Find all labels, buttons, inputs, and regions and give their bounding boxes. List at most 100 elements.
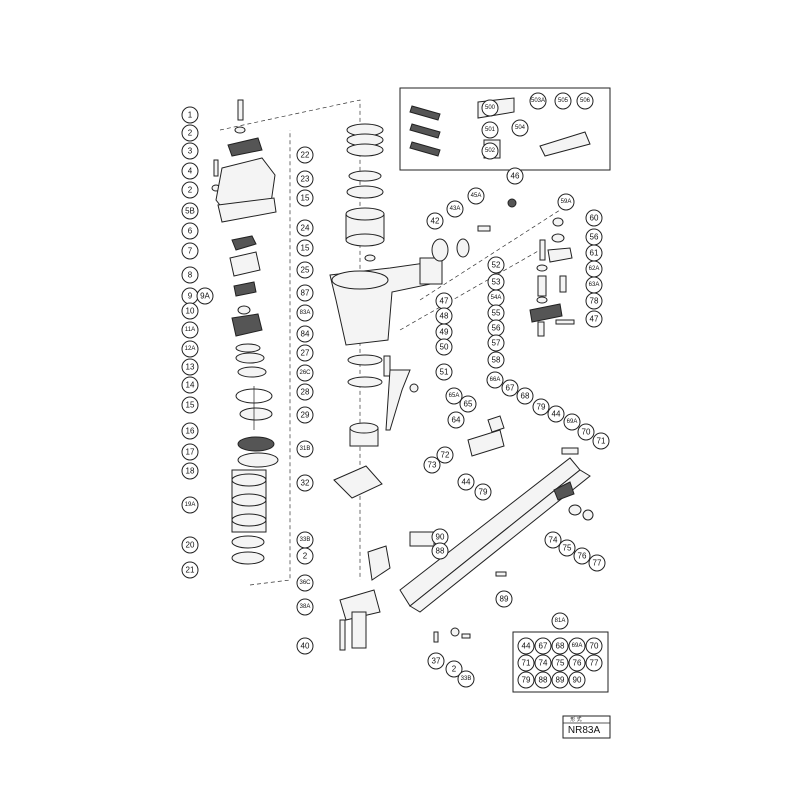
callout-circle [181,358,199,376]
callout-circle [529,92,547,110]
callout-magazine-area-67: 67 [501,379,519,397]
callout-number: 2 [303,552,308,561]
callout-number: 88 [436,547,445,556]
callout-upper-right-63A: 63A [585,276,603,294]
callout-number: 500 [485,105,496,111]
callout-number: 506 [580,98,591,104]
callout-number: 501 [485,127,496,133]
callout-circle [457,473,475,491]
callout-column-left-6: 6 [181,222,199,240]
callout-circle [517,671,535,689]
callout-circle [427,652,445,670]
callout-number: 11A [185,327,195,333]
callout-upper-right-45A: 45A [467,187,485,205]
callout-number: 61 [590,249,599,258]
callout-number: 79 [479,488,488,497]
callout-circle [296,574,314,592]
callout-number: 16 [186,427,195,436]
callout-number: 42 [431,217,440,226]
callout-column-center-38A: 38A [296,598,314,616]
callout-magazine-area-69A: 69A [563,413,581,431]
callout-column-left-2: 2 [181,181,199,199]
callout-magazine-area-37: 37 [427,652,445,670]
callout-circle [445,387,463,405]
callout-number: 4 [188,167,193,176]
callout-circle [426,212,444,230]
callout-magazine-area-44: 44 [457,473,475,491]
callout-number: 71 [522,659,531,668]
kit-part-68: 68 [551,637,569,655]
callout-number: 68 [556,642,565,651]
kit-part-69A: 69A [568,637,586,655]
callout-number: 57 [492,339,501,348]
callout-number: 19A [185,502,196,508]
callout-upper-right-57: 57 [487,334,505,352]
callout-number: 2 [188,129,193,138]
callout-circle [558,539,576,557]
callout-accessories-505: 505 [554,92,572,110]
callout-number: 90 [573,676,582,685]
callout-upper-right-59A: 59A [557,193,575,211]
callout-upper-right-56: 56 [487,319,505,337]
callout-circle [551,654,569,672]
callout-column-left-11A: 11A [181,321,199,339]
callout-number: 74 [549,536,558,545]
callout-circle [481,142,499,160]
callout-circle [181,266,199,284]
callout-column-center-36C: 36C [296,574,314,592]
callout-circle [181,422,199,440]
callout-number: 28 [301,388,310,397]
callout-number: 65 [464,400,473,409]
callout-valve-area-50: 50 [435,338,453,356]
callout-circle [534,637,552,655]
callout-number: 48 [440,312,449,321]
callout-circle [457,670,475,688]
callout-number: 50 [440,343,449,352]
callout-upper-right-55: 55 [487,304,505,322]
callout-number: 33B [300,537,311,543]
callout-column-center-87: 87 [296,284,314,302]
callout-column-center-15: 15 [296,189,314,207]
callout-number: 7 [188,247,193,256]
callout-circle [517,637,535,655]
callout-circle [181,443,199,461]
kit-part-79: 79 [517,671,535,689]
callout-upper-right-43A: 43A [446,200,464,218]
callout-number: 33B [461,676,472,682]
callout-number: 27 [301,349,310,358]
callout-number: 84 [301,330,310,339]
callout-circle [585,292,603,310]
callout-circle [181,242,199,260]
callout-magazine-area-79: 79 [532,398,550,416]
callout-column-left-21: 21 [181,561,199,579]
callout-number: 24 [301,224,310,233]
callout-number: 15 [186,401,195,410]
callout-circle [181,376,199,394]
callout-column-left-20: 20 [181,536,199,554]
callout-number: 20 [186,541,195,550]
callout-circle [181,202,199,220]
callout-number: 60 [590,214,599,223]
callout-column-left-7: 7 [181,242,199,260]
callout-circle [181,142,199,160]
callout-circle [486,371,504,389]
callout-column-left-4: 4 [181,162,199,180]
callout-column-center-25: 25 [296,261,314,279]
callout-circle [592,432,610,450]
callout-circle [181,536,199,554]
callout-number: 71 [597,437,606,446]
center-column-parts [329,123,443,651]
callout-column-left-9: 9 [181,287,199,305]
callout-magazine-area-72: 72 [436,446,454,464]
callout-number: 69A [567,419,578,425]
callout-number: 45A [471,193,482,199]
callout-magazine-area-88: 88 [431,542,449,560]
callout-magazine-area-73: 73 [423,456,441,474]
callout-number: 503A [531,98,545,104]
callout-column-left-17: 17 [181,443,199,461]
callout-circle [296,440,314,458]
callout-number: 79 [537,403,546,412]
callout-circle [577,423,595,441]
